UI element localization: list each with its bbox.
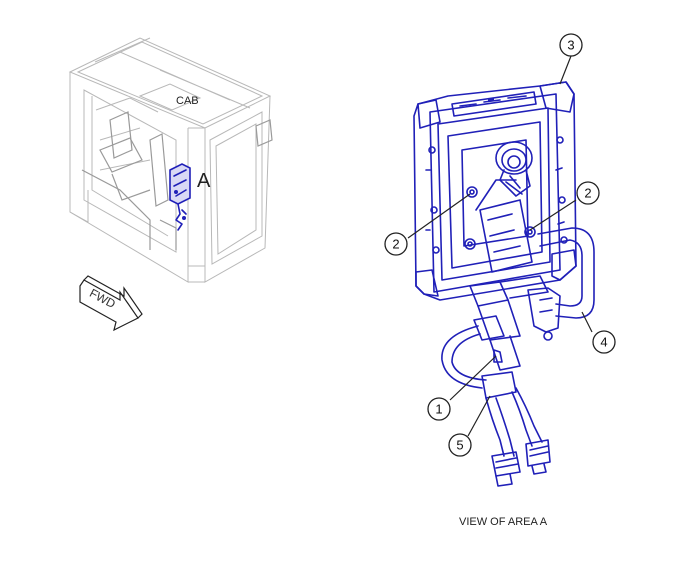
monitor — [413, 81, 577, 301]
fwd-arrow: FWD — [79, 275, 143, 332]
mount-arm — [469, 275, 549, 371]
callout-3: 3 — [559, 33, 583, 57]
callout-2-right: 2 — [576, 181, 600, 205]
svg-text:1: 1 — [435, 402, 442, 417]
detail-caption: VIEW OF AREA A — [459, 516, 548, 528]
area-a-marker — [169, 163, 191, 231]
leader-lines — [407, 55, 593, 437]
svg-text:5: 5 — [456, 438, 463, 453]
svg-text:3: 3 — [567, 38, 574, 53]
handle-pipe — [527, 227, 595, 341]
svg-text:2: 2 — [392, 237, 399, 252]
cab-overview: CAB A FWD — [68, 37, 273, 332]
callout-4: 4 — [592, 330, 616, 354]
wiring-harness — [441, 325, 551, 487]
svg-text:4: 4 — [600, 335, 607, 350]
callout-5: 5 — [448, 433, 472, 457]
svg-text:2: 2 — [584, 186, 591, 201]
detail-view: 3 2 2 4 1 5 VIEW OF AREA A — [384, 33, 616, 528]
cab-label: CAB — [176, 95, 199, 107]
callout-2-left: 2 — [384, 232, 408, 256]
area-a-label: A — [197, 170, 211, 192]
callout-1: 1 — [427, 397, 451, 421]
